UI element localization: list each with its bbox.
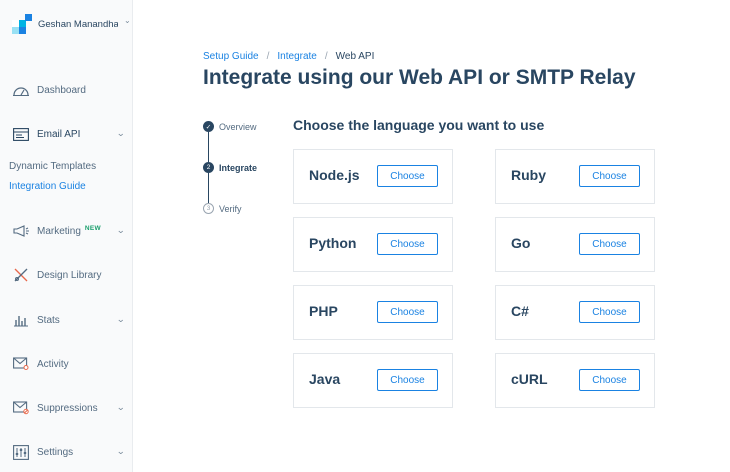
- sidebar-item-dashboard[interactable]: Dashboard: [12, 82, 127, 98]
- step-label: Verify: [219, 203, 242, 214]
- stepper-line: [208, 132, 209, 162]
- step-overview[interactable]: ✓ Overview: [203, 121, 257, 132]
- browser-window-icon: [12, 126, 30, 142]
- language-card-python: Python Choose: [293, 217, 453, 272]
- language-name: PHP: [309, 303, 338, 319]
- page-title: Integrate using our Web API or SMTP Rela…: [203, 66, 636, 89]
- bar-chart-icon: [12, 312, 30, 328]
- choose-button[interactable]: Choose: [579, 233, 640, 255]
- choose-button[interactable]: Choose: [377, 165, 438, 187]
- sidebar-subitem-integration-guide[interactable]: Integration Guide: [9, 181, 86, 192]
- language-name: Node.js: [309, 167, 360, 183]
- breadcrumb-separator: /: [266, 51, 270, 62]
- chevron-down-icon[interactable]: ⌄: [116, 225, 126, 235]
- sidebar-subitem-dynamic-templates[interactable]: Dynamic Templates: [9, 161, 97, 172]
- language-name: cURL: [511, 371, 548, 387]
- sidebar-item-email-api[interactable]: Email API ⌄: [12, 126, 127, 142]
- sidebar-item-stats[interactable]: Stats ⌄: [12, 312, 127, 328]
- language-name: Go: [511, 235, 531, 251]
- step-verify: 3 Verify: [203, 203, 242, 214]
- language-card-ruby: Ruby Choose: [495, 149, 655, 204]
- sidebar-item-design-library[interactable]: Design Library: [12, 267, 127, 283]
- language-card-php: PHP Choose: [293, 285, 453, 340]
- choose-button[interactable]: Choose: [579, 301, 640, 323]
- account-switcher[interactable]: Geshan Manandhar ⌄: [12, 14, 131, 34]
- progress-stepper: ✓ Overview 2 Integrate 3 Verify: [203, 121, 288, 221]
- sendgrid-logo: [12, 14, 32, 34]
- choose-button[interactable]: Choose: [377, 301, 438, 323]
- step-number: 2: [203, 162, 214, 173]
- new-badge: NEW: [84, 224, 101, 232]
- sidebar-item-label: Design Library: [37, 269, 102, 281]
- sidebar-item-activity[interactable]: Activity: [12, 356, 127, 372]
- account-name: Geshan Manandhar: [38, 18, 118, 30]
- choose-button[interactable]: Choose: [377, 369, 438, 391]
- language-name: Python: [309, 235, 357, 251]
- sliders-icon: [12, 444, 30, 460]
- language-name: Java: [309, 371, 341, 387]
- choose-button[interactable]: Choose: [377, 233, 438, 255]
- language-card-go: Go Choose: [495, 217, 655, 272]
- sidebar-item-label: Settings: [37, 446, 74, 458]
- checkmark-icon: ✓: [203, 121, 214, 132]
- chevron-down-icon[interactable]: ⌄: [116, 128, 126, 138]
- sidebar-item-label: Stats: [37, 314, 60, 326]
- breadcrumb-separator: /: [324, 51, 328, 62]
- breadcrumb-current: Web API: [335, 51, 375, 62]
- language-name: C#: [511, 303, 529, 319]
- chevron-down-icon: ⌄: [124, 16, 131, 25]
- sidebar-item-label: Activity: [37, 358, 69, 370]
- sidebar: Geshan Manandhar ⌄ Dashboard Email API ⌄…: [0, 0, 133, 472]
- envelope-blocked-icon: [12, 400, 30, 416]
- sidebar-item-label: Email API: [37, 128, 81, 140]
- chevron-down-icon[interactable]: ⌄: [116, 402, 126, 412]
- chevron-down-icon[interactable]: ⌄: [116, 314, 126, 324]
- stepper-line: [208, 173, 209, 203]
- sidebar-item-label: Dashboard: [37, 84, 86, 96]
- step-label: Integrate: [219, 162, 258, 173]
- breadcrumb: Setup Guide / Integrate / Web API: [203, 51, 374, 62]
- sidebar-item-suppressions[interactable]: Suppressions ⌄: [12, 400, 127, 416]
- envelope-search-icon: [12, 356, 30, 372]
- language-name: Ruby: [511, 167, 546, 183]
- megaphone-icon: [12, 223, 30, 239]
- language-card-nodejs: Node.js Choose: [293, 149, 453, 204]
- breadcrumb-integrate[interactable]: Integrate: [277, 51, 317, 62]
- breadcrumb-setup-guide[interactable]: Setup Guide: [203, 51, 259, 62]
- chevron-down-icon[interactable]: ⌄: [116, 446, 126, 456]
- step-number: 3: [203, 203, 214, 214]
- step-integrate[interactable]: 2 Integrate: [203, 162, 257, 173]
- language-card-java: Java Choose: [293, 353, 453, 408]
- sidebar-item-label: Marketing: [37, 225, 81, 237]
- choose-button[interactable]: Choose: [579, 369, 640, 391]
- gauge-icon: [12, 82, 30, 98]
- sidebar-item-label: Suppressions: [37, 402, 98, 414]
- section-title: Choose the language you want to use: [293, 117, 545, 133]
- choose-button[interactable]: Choose: [579, 165, 640, 187]
- sidebar-item-settings[interactable]: Settings ⌄: [12, 444, 127, 460]
- step-label: Overview: [219, 121, 257, 132]
- language-card-csharp: C# Choose: [495, 285, 655, 340]
- language-card-curl: cURL Choose: [495, 353, 655, 408]
- sidebar-item-marketing[interactable]: Marketing NEW ⌄: [12, 223, 127, 239]
- design-tools-icon: [12, 267, 30, 283]
